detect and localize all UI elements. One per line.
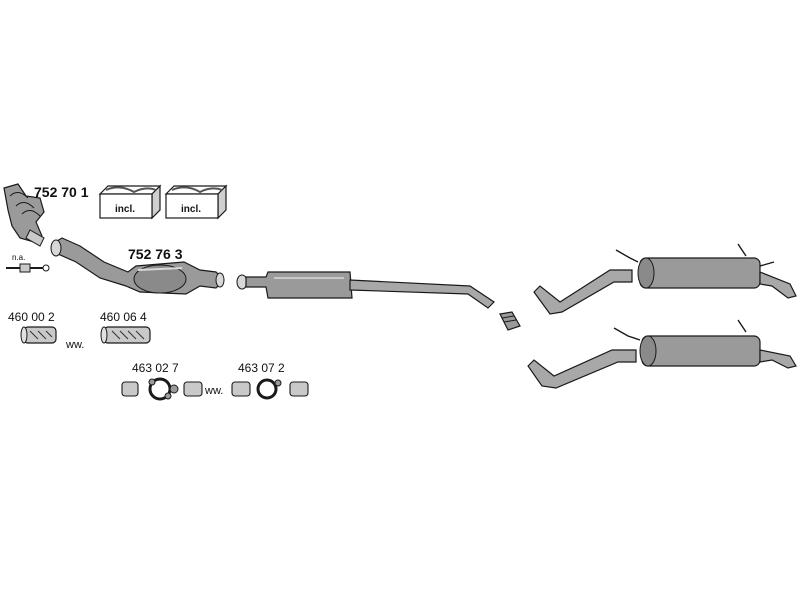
lambda-sensor: [6, 263, 50, 273]
ww-label-1: ww.: [65, 339, 84, 351]
part-number-flex-2: 460 06 4: [100, 310, 147, 324]
incl-label-2: incl.: [181, 204, 201, 215]
clamp-kit-2: [231, 378, 309, 400]
na-label: n.a.: [12, 253, 25, 262]
gasket-kit-box-1: incl.: [98, 184, 162, 220]
part-number-clamp-2: 463 07 2: [238, 361, 285, 375]
clamp-kit-1: [121, 377, 203, 401]
exhaust-manifold: [3, 183, 45, 247]
rear-silencer-1: [533, 243, 797, 315]
flex-pipe-1: [20, 326, 57, 344]
part-number-manifold: 752 70 1: [34, 184, 89, 200]
rear-silencer-2: [527, 319, 797, 389]
gasket-kit-box-2: incl.: [164, 184, 228, 220]
flex-pipe-2: [100, 326, 151, 344]
middle-silencer: [236, 271, 495, 309]
catalytic-converter: [50, 237, 225, 295]
ww-label-2: ww.: [204, 385, 223, 397]
connector-sleeve: [499, 311, 521, 331]
part-number-clamp-1: 463 02 7: [132, 361, 179, 375]
part-number-flex-1: 460 00 2: [8, 310, 55, 324]
incl-label-1: incl.: [115, 204, 135, 215]
part-number-catalyst: 752 76 3: [128, 246, 183, 262]
